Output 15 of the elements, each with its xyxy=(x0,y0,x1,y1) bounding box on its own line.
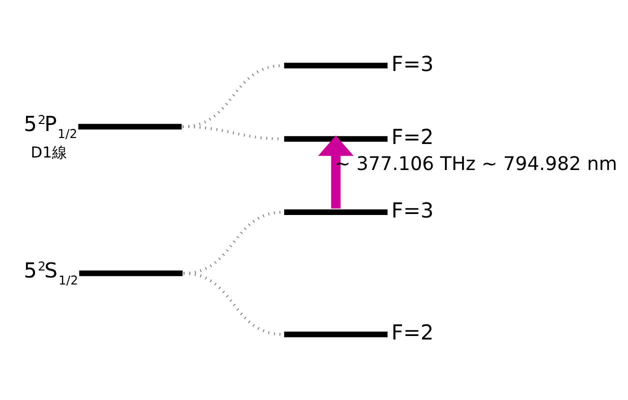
node-label: F=3 xyxy=(391,52,434,76)
node-box xyxy=(78,124,182,130)
node-box xyxy=(284,62,388,68)
node-label: D1線 xyxy=(30,144,67,162)
node-box xyxy=(79,270,183,276)
node-label: 5$^{2}$P$_{1/2}$ xyxy=(24,112,78,141)
node-label: 5$^{2}$S$_{1/2}$ xyxy=(24,258,78,288)
node-box xyxy=(284,136,388,142)
node-label: F=2 xyxy=(391,320,434,345)
arrow xyxy=(318,136,354,208)
node-box xyxy=(284,209,388,216)
node-label: F=3 xyxy=(391,198,434,222)
node-label: F=2 xyxy=(391,125,434,150)
connector xyxy=(183,272,284,336)
node-box xyxy=(284,332,388,338)
